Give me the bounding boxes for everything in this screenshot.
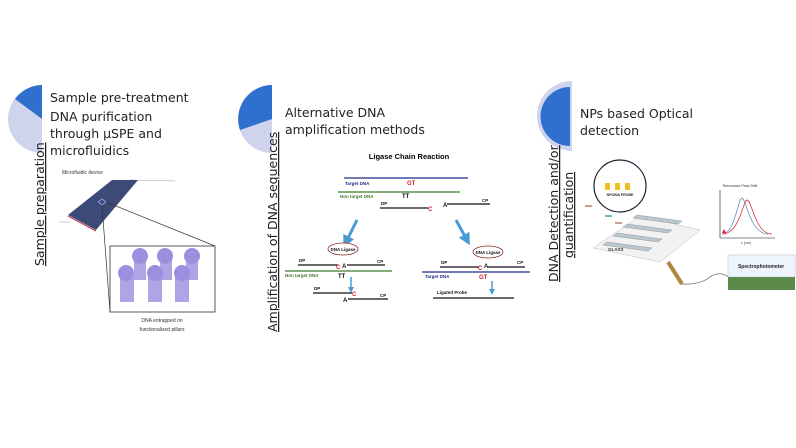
label-c: C [336,265,341,271]
panel-sample-preparation: Sample pre-treatment DNA purification th… [8,85,216,333]
label-gt: GT [407,181,416,187]
label-dp: DP [314,286,320,291]
chart-xlabel: λ (nm) [741,241,751,245]
panel-subtitle-line: NPs based Optical [580,106,693,121]
vertical-label: Sample preparation [32,142,47,266]
panel-subtitle-line: microfluidics [50,143,129,158]
label-target-dna: Target DNA [425,274,450,279]
probe-fiber [666,260,684,286]
progress-pie-2 [238,85,272,153]
label-c: C [428,207,433,213]
caption-line: DNA entrapped on [141,318,182,324]
panel-amplification: Alternative DNA amplification methods Am… [238,85,530,332]
vertical-label: quantification [561,172,576,258]
ligase-bubble [472,245,504,259]
label-non-target-dna: Non target DNA [285,273,319,278]
panel-subtitle-line: through µSPE and [50,126,162,141]
vertical-label: Amplification of DNA sequences [265,132,280,332]
device-label: Microfluidic device [62,170,103,176]
label-dp: DP [299,258,305,263]
label-cp: CP [517,260,523,265]
label-probe: NP/DNA PROBE [607,193,634,197]
figure-title: Ligase Chain Reaction [369,152,450,161]
label-cp: CP [482,198,488,203]
label-ligase: DNA Ligase [330,247,356,252]
pillars-illustration [118,248,200,302]
label-non-target-dna: Non target DNA [340,194,374,199]
progress-pie-1 [8,85,42,153]
panel-subtitle-line: detection [580,123,639,138]
arrow-icon [343,219,359,248]
caption-line: functionalized pillars [139,327,185,333]
label-ligated-probe: Ligated Probe [437,290,468,295]
panel-title: Sample pre-treatment [50,90,189,105]
label-gt: GT [479,275,488,281]
label-tt: TT [338,274,346,280]
label-a: A [443,203,448,209]
glass-strips [602,214,683,252]
ligase-bubble [327,242,359,256]
label-c: C [478,266,483,272]
panel-subtitle-line: DNA purification [50,109,152,124]
label-cp: CP [380,293,386,298]
panel-subtitle-line: amplification methods [285,122,425,137]
panel-subtitle-line: Alternative DNA [285,105,386,120]
label-target-dna: Target DNA [345,181,370,186]
vertical-label: DNA Detection and/or [546,144,561,282]
chart-title: Resonance Peak Shift [723,184,758,188]
label-a: A [343,298,348,304]
label-a: A [484,264,489,270]
progress-pie-3 [537,81,572,151]
label-dp: DP [381,201,387,206]
panel-detection: NPs based Optical detection DNA Detectio… [537,81,796,290]
microfluidic-device [68,180,138,230]
label-spectrophotometer: Spectrophotometer [738,264,784,270]
label-c: C [352,292,357,298]
label-ligase: DNA Ligase [475,250,501,255]
label-tt: TT [402,194,410,200]
resonance-chart [719,190,775,239]
label-glass: GLASS [608,247,624,252]
arrow-icon [454,219,470,246]
label-a: A [342,264,347,270]
label-dp: DP [441,260,447,265]
label-cp: CP [377,259,383,264]
